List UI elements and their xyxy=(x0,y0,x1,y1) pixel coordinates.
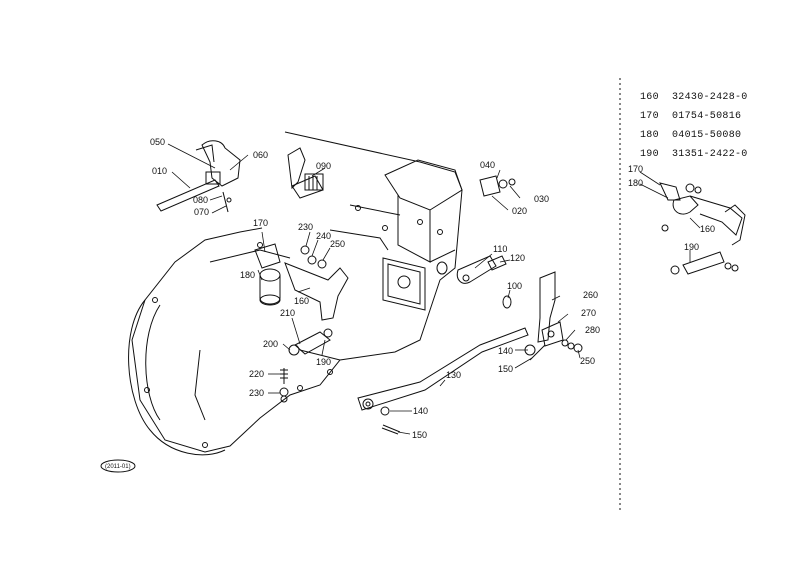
transmission-housing xyxy=(128,131,463,456)
callout-220: 220 xyxy=(249,369,264,379)
callout-230-lower: 230 xyxy=(249,388,264,398)
legend-ref-no: 190 xyxy=(640,149,659,160)
callout-210: 210 xyxy=(280,308,295,318)
callout-100: 100 xyxy=(507,281,522,291)
detail-callout-160: 160 xyxy=(700,224,715,234)
callout-120: 120 xyxy=(510,253,525,263)
callout-230-upper: 230 xyxy=(298,222,313,232)
callout-140-lower: 140 xyxy=(413,406,428,416)
callout-160: 160 xyxy=(294,296,309,306)
callout-250-upper: 250 xyxy=(330,239,345,249)
shift-shaft-assembly xyxy=(156,140,324,213)
callout-250-lower: 250 xyxy=(580,356,595,366)
detail-callout-180: 180 xyxy=(628,178,643,188)
callout-020: 020 xyxy=(512,206,527,216)
callout-200: 200 xyxy=(263,339,278,349)
legend-ref-no: 160 xyxy=(640,92,659,103)
legend-row: 160 32430-2428-0 xyxy=(640,88,790,107)
legend-part-number: 31351-2422-0 xyxy=(672,149,748,160)
callout-050: 050 xyxy=(150,137,165,147)
callout-150-upper: 150 xyxy=(498,364,513,374)
callout-030: 030 xyxy=(534,194,549,204)
callout-060: 060 xyxy=(253,150,268,160)
callout-130: 130 xyxy=(446,370,461,380)
callout-040: 040 xyxy=(480,160,495,170)
legend-part-number: 04015-50080 xyxy=(672,130,742,141)
legend-row: 180 04015-50080 xyxy=(640,126,790,145)
callout-080: 080 xyxy=(193,195,208,205)
callout-180: 180 xyxy=(240,270,255,280)
callout-260: 260 xyxy=(583,290,598,300)
callout-090: 090 xyxy=(316,161,331,171)
callout-110: 110 xyxy=(493,244,507,254)
legend-part-number: 01754-50816 xyxy=(672,111,742,122)
legend-row: 170 01754-50816 xyxy=(640,107,790,126)
linkage-rod-assembly xyxy=(357,271,583,435)
callout-170: 170 xyxy=(253,218,268,228)
side-cover-hardware xyxy=(436,175,516,309)
legend-part-number: 32430-2428-0 xyxy=(672,92,748,103)
reference-tag-text: (2011-01) xyxy=(105,464,131,470)
callout-190: 190 xyxy=(316,357,331,367)
selector-lever-assembly xyxy=(254,243,349,403)
detail-callout-190: 190 xyxy=(684,242,699,252)
callout-240: 240 xyxy=(316,231,331,241)
legend-ref-no: 170 xyxy=(640,111,659,122)
legend-ref-no: 180 xyxy=(640,130,659,141)
callout-010: 010 xyxy=(152,166,167,176)
callout-270: 270 xyxy=(581,308,596,318)
callout-150-lower: 150 xyxy=(412,430,427,440)
callout-140-upper: 140 xyxy=(498,346,513,356)
callout-280: 280 xyxy=(585,325,600,335)
detail-callout-170: 170 xyxy=(628,164,643,174)
callout-labels: 050 060 010 080 070 090 040 030 020 110 … xyxy=(150,137,715,440)
detail-view xyxy=(659,182,746,275)
reference-tag: (2011-01) xyxy=(100,459,136,473)
callout-070: 070 xyxy=(194,207,209,217)
leader-lines xyxy=(167,143,701,435)
part-number-legend: 160 32430-2428-0 170 01754-50816 180 040… xyxy=(640,88,790,164)
legend-row: 190 31351-2422-0 xyxy=(640,145,790,164)
